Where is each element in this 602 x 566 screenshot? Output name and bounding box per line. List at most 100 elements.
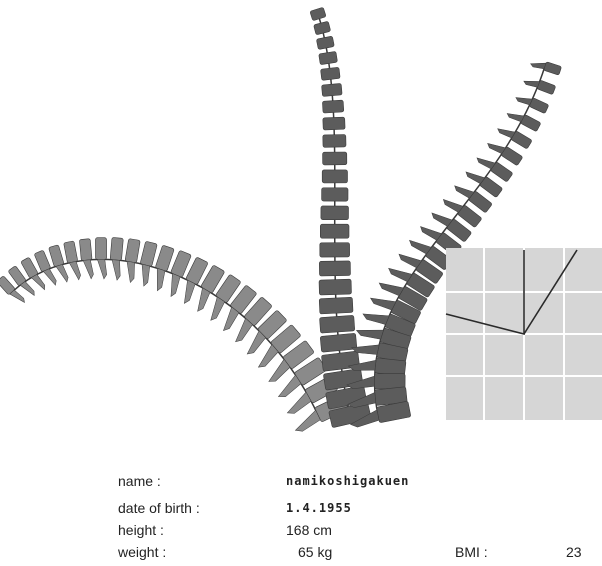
vertebral-body (320, 224, 349, 238)
spinous-process (20, 281, 36, 299)
spine-viewer (0, 0, 602, 440)
spinous-process (397, 248, 422, 270)
spinous-process (355, 322, 383, 341)
vertebra (523, 75, 556, 95)
vertebral-body (374, 374, 405, 390)
vertebral-body (322, 188, 348, 201)
weight-label: weight : (118, 544, 166, 560)
vertebral-body (319, 261, 350, 276)
vertebral-body (64, 241, 78, 263)
vertebra (319, 279, 352, 295)
bmi-value: 23 (566, 544, 582, 560)
vertebra (320, 243, 350, 257)
vertebra (323, 134, 346, 147)
spinous-process (530, 59, 546, 71)
spinous-process (387, 262, 412, 284)
vertebral-body (544, 62, 562, 75)
spinous-process (124, 261, 137, 283)
vertebra (506, 107, 541, 132)
weight-value: 65 kg (298, 544, 332, 560)
vertebra (320, 315, 355, 333)
vertebra (322, 188, 348, 201)
spinous-process (408, 234, 432, 255)
height-value: 168 cm (286, 522, 332, 538)
angle-graph (446, 248, 602, 420)
spinous-process (69, 261, 81, 281)
vertebral-body (321, 206, 349, 220)
vertebral-body (125, 239, 140, 263)
spinous-process (43, 268, 57, 287)
spinous-process (369, 291, 396, 312)
spinous-process (137, 264, 152, 287)
vertebral-body (319, 51, 338, 64)
vertebra (322, 100, 343, 113)
vertebral-body (79, 239, 92, 261)
vertebral-body (316, 36, 334, 50)
vertebra (321, 206, 349, 220)
vertebra (319, 261, 350, 276)
vertebral-body (314, 21, 331, 35)
spinous-process (97, 259, 106, 279)
spinous-process (283, 392, 312, 416)
spinous-process (110, 260, 121, 281)
spinous-process (204, 297, 226, 323)
vertebral-body (320, 315, 355, 333)
spinous-process (150, 268, 166, 292)
vertebral-body (320, 243, 350, 257)
vertebra (323, 117, 345, 130)
spinous-process (291, 410, 321, 434)
spine-scene (0, 0, 602, 440)
vertebral-body (321, 67, 341, 80)
spinous-process (496, 124, 515, 140)
vertebra (95, 238, 106, 279)
spinous-process (31, 274, 46, 293)
vertebral-body (323, 117, 345, 130)
spinous-process (377, 276, 403, 298)
vertebra (323, 152, 347, 165)
vertebra (310, 7, 326, 21)
vertebra (316, 36, 334, 50)
vertebral-body (322, 83, 343, 96)
vertebral-body (322, 100, 343, 113)
vertebral-body (537, 80, 556, 95)
vertebral-body (319, 279, 352, 295)
spinous-process (515, 93, 533, 107)
vertebral-body (155, 245, 174, 271)
vertebra (322, 83, 343, 96)
vertebra (319, 51, 338, 64)
spinous-process (362, 306, 390, 326)
spinous-process (506, 108, 524, 123)
vertebral-body (323, 134, 346, 147)
vertebra (322, 170, 347, 183)
vertebra (530, 57, 562, 75)
spinous-process (83, 260, 94, 280)
vertebral-body (310, 7, 326, 21)
spinous-process (178, 280, 198, 305)
spinous-process (523, 76, 540, 89)
vertebra (515, 91, 549, 114)
vertebra (320, 333, 357, 352)
height-label: height : (118, 522, 164, 538)
date-of-birth-value: 1.4.1955 (286, 501, 352, 515)
vertebral-body (34, 250, 51, 272)
spinous-process (486, 138, 505, 155)
vertebral-body (49, 245, 65, 267)
date-of-birth-label: date of birth : (118, 500, 200, 516)
spinous-process (10, 289, 26, 306)
spinous-process (164, 273, 182, 297)
vertebra (108, 237, 123, 280)
spinous-process (475, 153, 495, 171)
vertebral-body (320, 333, 357, 352)
vertebra (314, 21, 331, 35)
vertebra (79, 239, 93, 280)
name-value: namikoshigakuen (286, 474, 409, 488)
spine-lateral-left (0, 237, 349, 433)
spinous-process (56, 264, 69, 284)
vertebral-body (95, 238, 106, 260)
spinal-canal-line (12, 259, 318, 415)
vertebra (319, 297, 353, 314)
vertebral-body (140, 241, 157, 266)
name-label: name : (118, 473, 161, 489)
vertebra (320, 224, 349, 238)
vertebral-body (319, 297, 353, 314)
